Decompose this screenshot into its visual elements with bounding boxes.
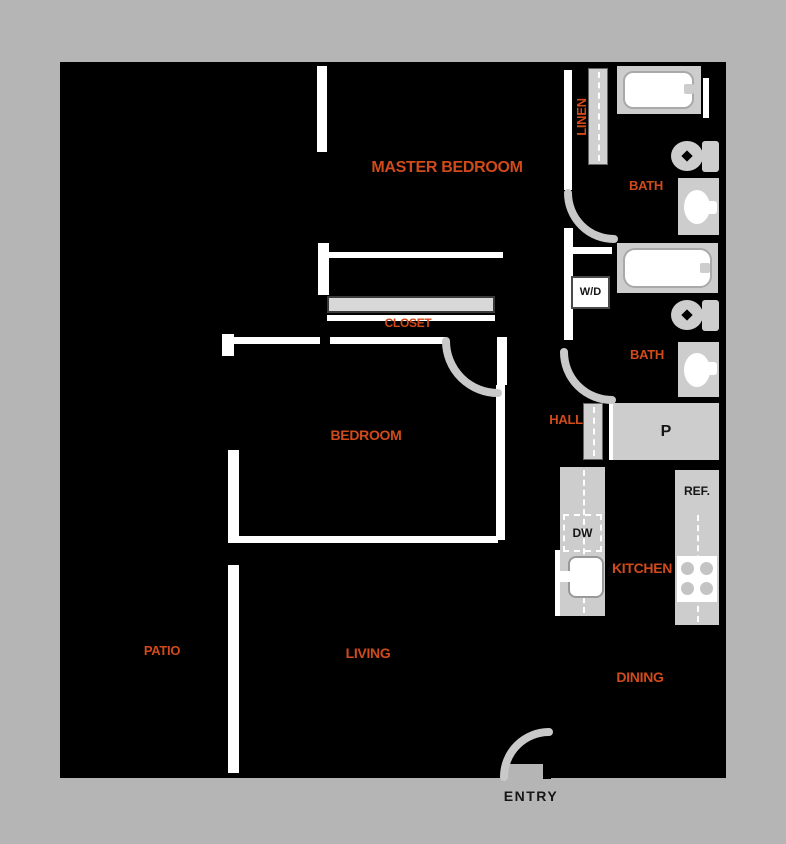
burner xyxy=(700,582,713,595)
burner xyxy=(681,562,694,575)
room-label-hall: HALL xyxy=(549,411,583,427)
room-label-bath-upper: BATH xyxy=(629,177,663,193)
refrigerator: REF. xyxy=(675,470,719,512)
room-label-patio: PATIO xyxy=(143,642,181,658)
cooktop xyxy=(677,556,717,602)
kitchen-sink-faucet xyxy=(558,571,572,582)
wall-line xyxy=(234,337,320,344)
room-label-kitchen: KITCHEN xyxy=(611,560,673,576)
room-label-bath-lower: BATH xyxy=(630,346,664,362)
entry-door-leaf xyxy=(543,731,551,779)
pantry-shelf xyxy=(583,403,603,460)
wall-line xyxy=(497,337,507,385)
wall-line xyxy=(228,450,239,543)
door-jamb xyxy=(222,334,234,356)
closet-rod xyxy=(327,296,495,313)
toilet-tank-upper xyxy=(702,141,719,172)
shelf-dash-line xyxy=(598,72,600,161)
room-label-closet: CLOSET xyxy=(384,316,432,330)
wall-line xyxy=(317,66,327,152)
dishwasher: DW xyxy=(563,514,602,552)
washer-dryer-unit: W/D xyxy=(571,276,610,309)
bathtub-upper xyxy=(623,71,694,109)
wall-line xyxy=(703,78,709,118)
wall-line xyxy=(327,315,495,321)
burner xyxy=(700,562,713,575)
wall-line xyxy=(496,385,505,540)
room-label-dining: DINING xyxy=(616,669,664,685)
wall-line xyxy=(327,252,503,258)
wall-line xyxy=(564,228,573,340)
bathtub-faucet-upper xyxy=(684,84,694,94)
entry-opening xyxy=(507,764,547,780)
wall-line xyxy=(330,337,446,344)
wall-line xyxy=(564,70,572,190)
shelf-dash-line xyxy=(593,407,595,456)
room-label-linen: LINEN xyxy=(573,98,589,136)
kitchen-sink xyxy=(568,556,604,598)
wall-line xyxy=(566,247,612,254)
wall-line xyxy=(318,243,329,295)
bathtub-lower xyxy=(623,248,712,288)
linen-shelf xyxy=(588,68,608,165)
toilet-tank-lower xyxy=(702,300,719,331)
wall-line xyxy=(555,550,560,616)
burner xyxy=(681,582,694,595)
wall-line xyxy=(609,403,613,460)
room-label-living: LIVING xyxy=(345,645,391,661)
wall-line xyxy=(238,536,498,543)
bathtub-faucet-lower xyxy=(700,263,710,273)
counter-dash-line xyxy=(582,470,585,613)
sink-faucet-lower xyxy=(704,362,717,375)
room-label-master-bedroom: MASTER BEDROOM xyxy=(371,159,523,176)
room-label-bedroom: BEDROOM xyxy=(330,427,402,443)
entry-label: ENTRY xyxy=(503,788,559,804)
wall-line xyxy=(228,565,239,773)
sink-faucet-upper xyxy=(704,201,717,214)
pantry: P xyxy=(613,403,719,460)
